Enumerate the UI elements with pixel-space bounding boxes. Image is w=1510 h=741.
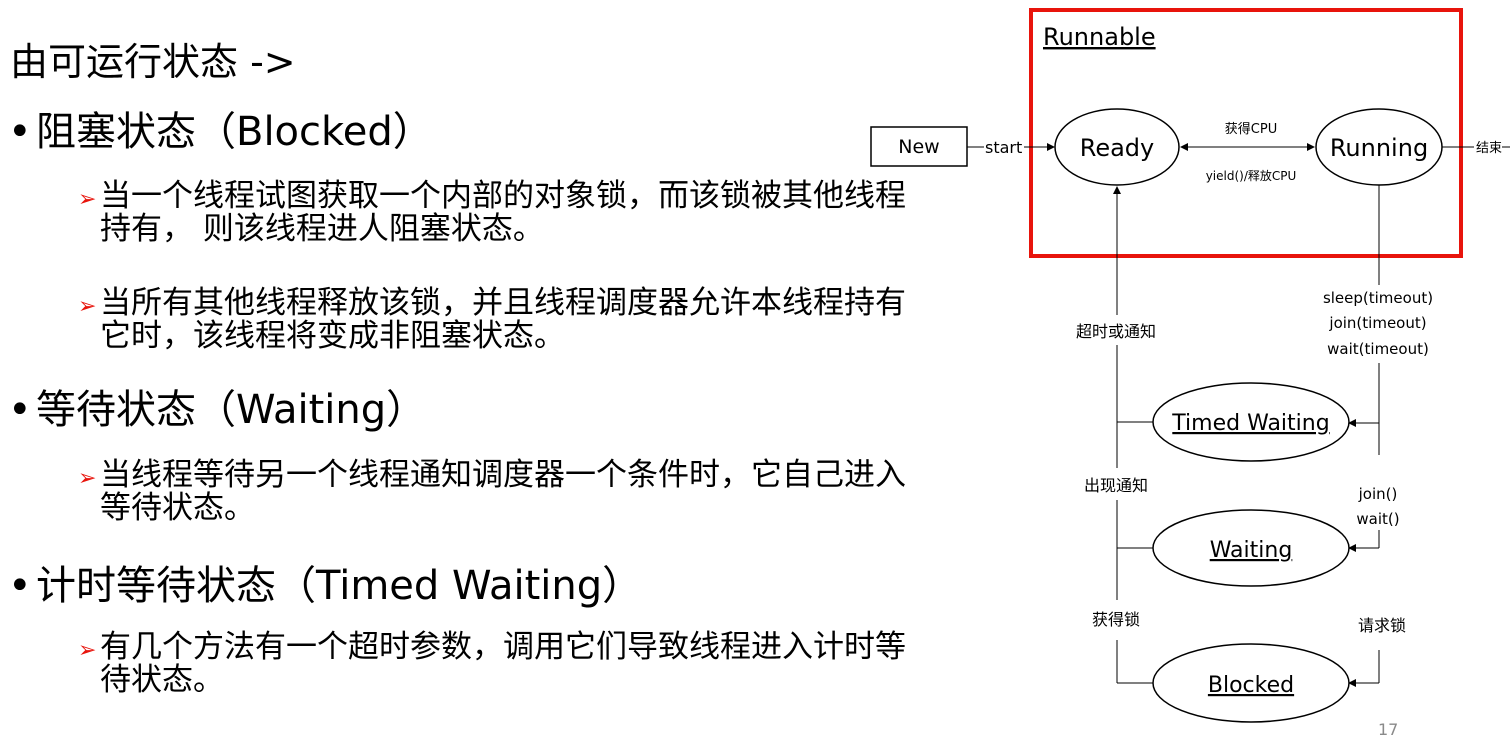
edge-yield-label: yield()/释放CPU: [1206, 168, 1297, 183]
edge-sleep-timeout: sleep(timeout): [1323, 289, 1433, 307]
state-ready: [1054, 108, 1180, 186]
bullet-waiting: •等待状态（Waiting）: [8, 387, 427, 433]
edge-notify: 出现通知: [1084, 476, 1148, 495]
state-timed-waiting-label: Timed Waiting: [1171, 411, 1329, 436]
sub-point: ➢ 当一个线程试图获取一个内部的对象锁，而该锁被其他线程持有， 则该线程进人阻塞…: [78, 180, 928, 246]
arrow-bullet-icon: ➢: [78, 466, 97, 491]
runnable-label: Runnable: [1043, 23, 1156, 51]
edge-join-timeout: join(timeout): [1328, 314, 1426, 332]
bullet-title: 计时等待状态（Timed Waiting）: [36, 563, 643, 609]
edge-wait: wait(): [1356, 510, 1399, 528]
bullet-title: 等待状态（Waiting）: [36, 387, 427, 433]
edge-get-lock: 获得锁: [1092, 610, 1140, 629]
arrow-bullet-icon: ➢: [78, 638, 97, 663]
edge-start-label: start: [985, 138, 1022, 157]
sub-point: ➢ 当所有其他线程释放该锁，并且线程调度器允许本线程持有它时，该线程将变成非阻塞…: [78, 287, 928, 353]
page-number: 17: [1378, 720, 1399, 739]
edge-get-cpu-label: 获得CPU: [1225, 121, 1277, 137]
state-new-label: New: [898, 136, 939, 158]
sub-point: ➢ 当线程等待另一个线程通知调度器一个条件时，它自己进入等待状态。: [78, 459, 928, 525]
arrow-bullet-icon: ➢: [78, 187, 97, 212]
edge-timeout-or-notify: 超时或通知: [1076, 322, 1156, 341]
sub-point-text: 有几个方法有一个超时参数，调用它们导致线程进入计时等待状态。: [100, 629, 906, 698]
arrow-bullet-icon: ➢: [78, 294, 97, 319]
edge-end-label: 结束: [1476, 141, 1502, 156]
sub-point-text: 当所有其他线程释放该锁，并且线程调度器允许本线程持有它时，该线程将变成非阻塞状态…: [100, 285, 906, 354]
state-blocked-label: Blocked: [1208, 673, 1294, 698]
edge-request-lock: 请求锁: [1358, 616, 1406, 635]
state-ready-label: Ready: [1080, 134, 1155, 162]
sub-point: ➢ 有几个方法有一个超时参数，调用它们导致线程进入计时等待状态。: [78, 631, 928, 697]
bullet-blocked: •阻塞状态（Blocked）: [8, 109, 433, 155]
runnable-region: [1029, 8, 1463, 258]
bullet-title: 阻塞状态（Blocked）: [36, 109, 433, 155]
sub-point-text: 当线程等待另一个线程通知调度器一个条件时，它自己进入等待状态。: [100, 457, 906, 526]
sub-point-text: 当一个线程试图获取一个内部的对象锁，而该锁被其他线程持有， 则该线程进人阻塞状态…: [100, 178, 906, 247]
slide-heading: 由可运行状态 ->: [10, 40, 296, 84]
edge-wait-timeout: wait(timeout): [1327, 340, 1429, 358]
state-waiting-label: Waiting: [1210, 538, 1293, 563]
slide-text: 由可运行状态 -> •阻塞状态（Blocked） ➢ 当一个线程试图获取一个内部…: [8, 40, 928, 697]
state-new: [870, 126, 968, 167]
edge-join: join(): [1358, 485, 1398, 503]
state-running-label: Running: [1330, 134, 1428, 162]
bullet-timed-waiting: •计时等待状态（Timed Waiting）: [8, 563, 643, 609]
